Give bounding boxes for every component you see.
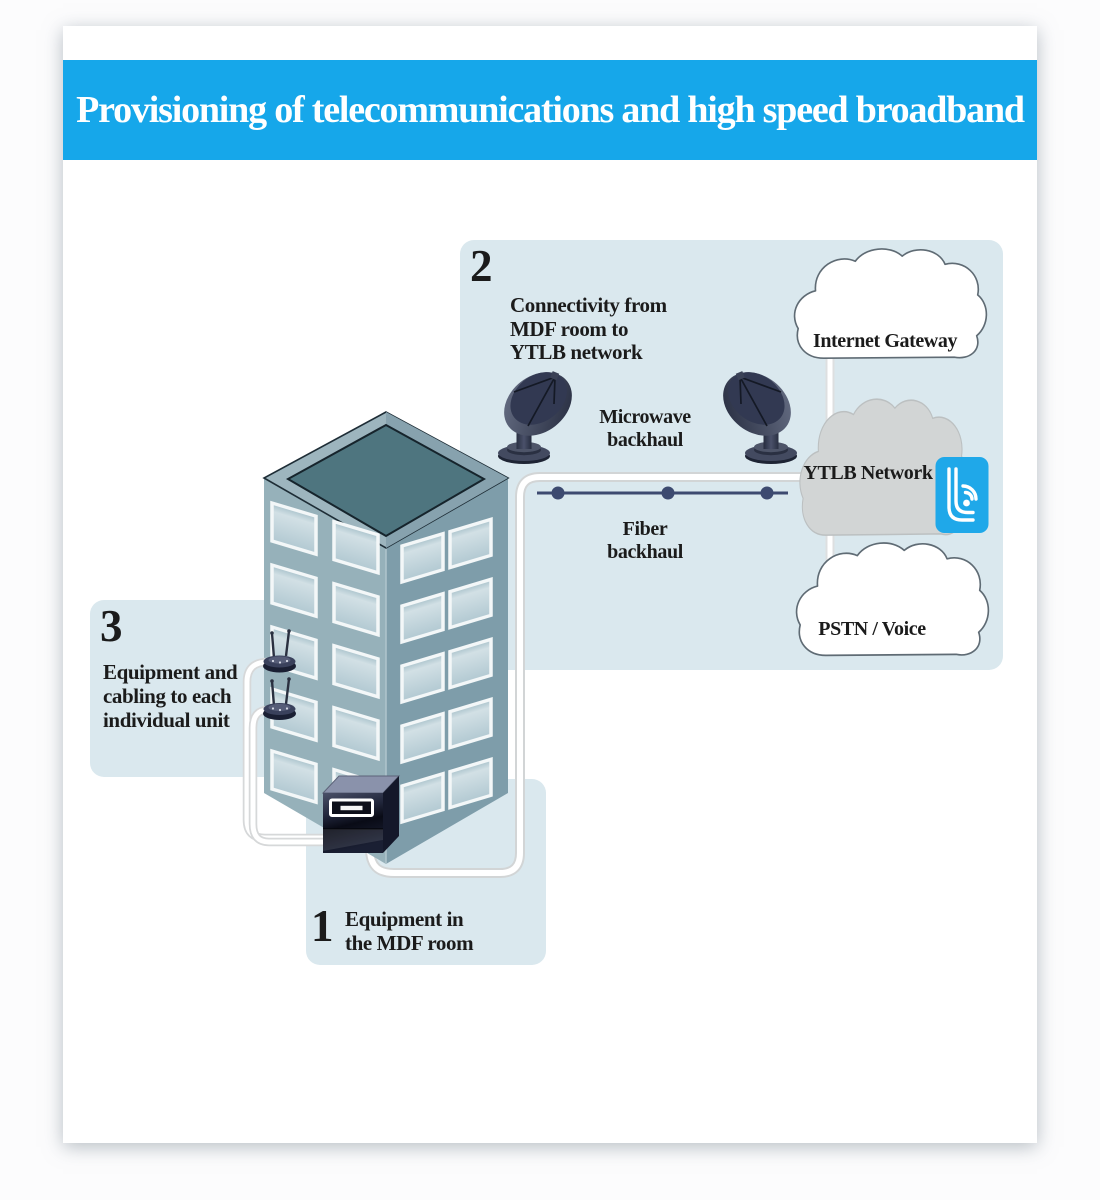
step1-label: Equipment in the MDF room bbox=[345, 907, 474, 955]
page-title: Provisioning of telecommunications and h… bbox=[76, 89, 1025, 131]
fiber-backhaul-label: Fiber backhaul bbox=[607, 518, 683, 563]
pstn-voice-label: PSTN / Voice bbox=[818, 618, 926, 640]
step3-label: Equipment and cabling to each individual… bbox=[103, 660, 238, 732]
step1-number: 1 bbox=[311, 901, 334, 951]
microwave-backhaul-label: Microwave backhaul bbox=[599, 406, 691, 451]
title-banner: Provisioning of telecommunications and h… bbox=[63, 60, 1037, 160]
internet-gateway-label: Internet Gateway bbox=[812, 330, 958, 352]
step2-label: Connectivity from MDF room to YTLB netwo… bbox=[510, 293, 667, 364]
step2-number: 2 bbox=[470, 241, 493, 291]
ytlb-network-label: YTLB Network bbox=[803, 462, 933, 484]
step3-number: 3 bbox=[100, 601, 123, 651]
